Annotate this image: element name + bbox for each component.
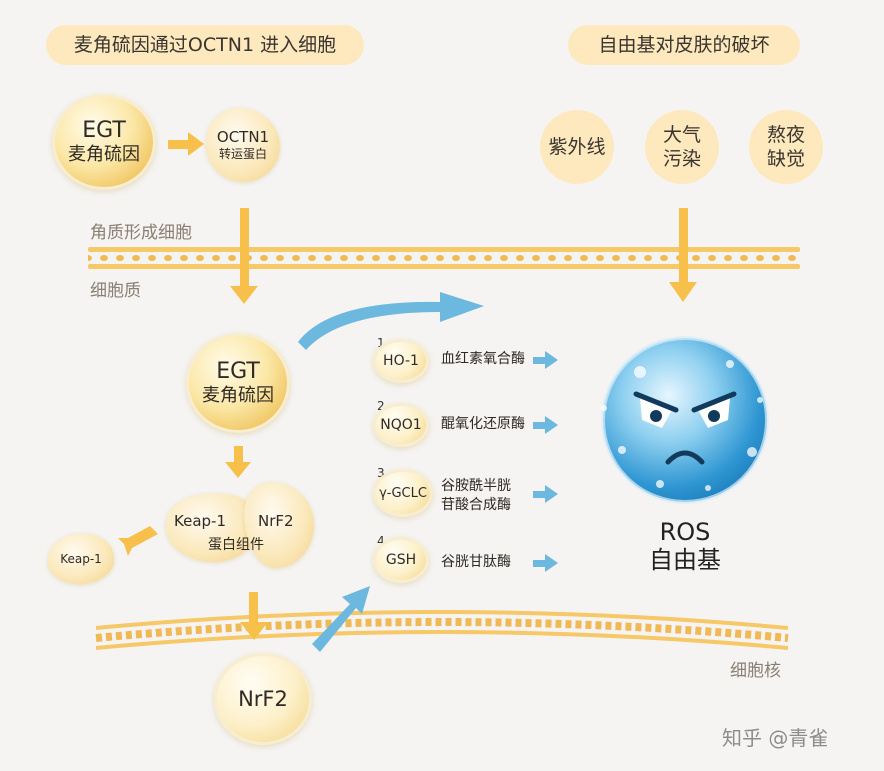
octn1-name: 转运蛋白 xyxy=(218,147,267,161)
keap1-free: Keap-1 xyxy=(48,534,114,584)
damage-uv-label: 紫外线 xyxy=(548,136,606,158)
damage-sleep-line2: 缺觉 xyxy=(766,148,805,170)
enzyme-2-bubble: NQO1 xyxy=(373,403,429,447)
complex-sub-label: 蛋白组件 xyxy=(208,537,264,553)
blue-arrows xyxy=(298,292,558,652)
nrf2-complex-right xyxy=(244,482,314,568)
ros-bubbles xyxy=(601,360,763,491)
keap1-complex-left xyxy=(166,494,258,562)
yellow-arrows xyxy=(118,132,697,640)
ros-angry-face xyxy=(633,391,737,465)
enzyme-4-num: 4 xyxy=(377,534,385,548)
octn1-transporter: OCTN1 转运蛋白 xyxy=(206,108,280,182)
enzyme-2-code: NQO1 xyxy=(380,417,422,433)
enzyme-4-name-line1: 谷胱甘肽酶 xyxy=(441,554,511,570)
egt-top-name: 麦角硫因 xyxy=(68,144,140,165)
enzyme-4-code: GSH xyxy=(385,552,417,568)
ros-name: 自由基 xyxy=(649,546,721,574)
damage-sleep-line1: 熬夜 xyxy=(766,124,805,146)
enzyme-1-num: 1 xyxy=(377,336,385,350)
enzyme-2-name-line1: 醌氧化还原酶 xyxy=(441,416,525,432)
keap1-free-label: Keap-1 xyxy=(60,552,102,566)
keratinocyte-label: 角质形成细胞 xyxy=(90,223,192,243)
enzyme-1-name: 血红素氧合酶 xyxy=(441,350,525,369)
egt-bubble-center: EGT 麦角硫因 xyxy=(186,333,290,433)
enzyme-3-name-line2: 苷酸合成酶 xyxy=(441,497,511,513)
right-title-pill: 自由基对皮肤的破坏 xyxy=(568,25,800,65)
enzyme-4-name: 谷胱甘肽酶 xyxy=(441,553,511,572)
enzyme-2-num: 2 xyxy=(377,399,385,413)
ros-label: ROS 自由基 xyxy=(640,518,730,574)
left-title: 麦角硫因通过OCTN1 进入细胞 xyxy=(73,34,337,56)
complex-nrf-label: NrF2 xyxy=(258,512,294,530)
enzyme-3-bubble: γ-GCLC xyxy=(373,469,433,517)
damage-uv: 紫外线 xyxy=(540,110,614,184)
enzyme-1-name-line1: 血红素氧合酶 xyxy=(441,351,525,367)
enzyme-3-name-line1: 谷胺酰半胱 xyxy=(441,478,511,494)
watermark: 知乎 @青雀 xyxy=(722,726,829,750)
right-title: 自由基对皮肤的破坏 xyxy=(598,34,770,56)
cytoplasm-label: 细胞质 xyxy=(90,281,141,301)
octn1-code: OCTN1 xyxy=(216,128,270,146)
nrf2-label: NrF2 xyxy=(238,687,288,711)
damage-pollution: 大气 污染 xyxy=(645,110,719,184)
damage-sleep: 熬夜 缺觉 xyxy=(749,110,823,184)
enzyme-3-name: 谷胺酰半胱 苷酸合成酶 xyxy=(441,477,511,515)
egt-center-name: 麦角硫因 xyxy=(202,385,274,406)
enzyme-3-num: 3 xyxy=(377,466,385,480)
cell-membrane-upper xyxy=(88,247,800,269)
enzyme-4-bubble: GSH xyxy=(373,537,429,583)
left-title-pill: 麦角硫因通过OCTN1 进入细胞 xyxy=(46,25,364,65)
damage-pollution-line1: 大气 xyxy=(662,124,701,146)
egt-bubble-top: EGT 麦角硫因 xyxy=(52,94,156,190)
egt-top-code: EGT xyxy=(82,118,126,143)
nrf2-bubble: NrF2 xyxy=(214,653,312,745)
enzyme-1-bubble: HO-1 xyxy=(373,339,429,383)
ros-body xyxy=(603,338,767,502)
damage-pollution-line2: 污染 xyxy=(662,148,701,170)
egt-center-code: EGT xyxy=(216,359,260,384)
enzyme-3-code: γ-GCLC xyxy=(379,485,427,501)
enzyme-2-name: 醌氧化还原酶 xyxy=(441,415,525,434)
ros-code: ROS xyxy=(659,518,711,546)
nucleus-label: 细胞核 xyxy=(730,661,781,681)
enzyme-1-code: HO-1 xyxy=(383,353,419,369)
complex-keap-label: Keap-1 xyxy=(174,512,226,530)
nucleus-membrane xyxy=(95,610,789,650)
